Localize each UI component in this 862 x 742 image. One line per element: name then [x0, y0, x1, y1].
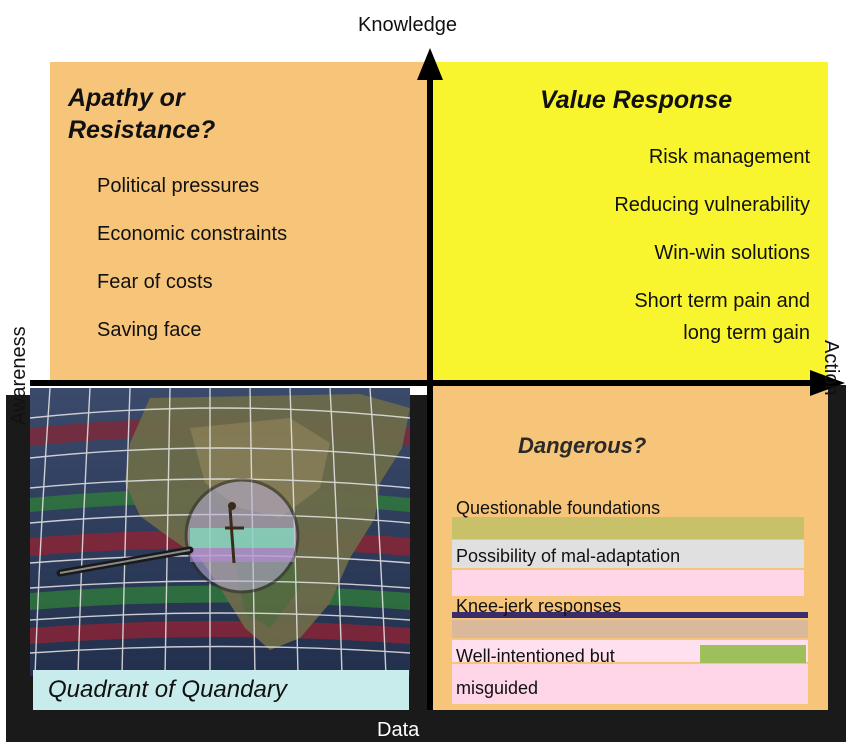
- axis-label-left: Awareness: [8, 326, 30, 425]
- strip-3: [452, 570, 804, 596]
- list-item: misguided: [456, 678, 539, 698]
- strip-8: [452, 664, 808, 704]
- list-item: Reducing vulnerability: [614, 194, 810, 216]
- strip-5: [452, 620, 808, 638]
- globe-map-image: [30, 388, 410, 676]
- axis-label-bottom: Data: [377, 719, 420, 741]
- quadrant-title-apathy: Apathy or Resistance?: [68, 84, 216, 144]
- list-item: Risk management: [648, 146, 810, 168]
- strip-1: [452, 517, 804, 539]
- list-item: Win-win solutions: [654, 242, 810, 264]
- right-dark-edge: [828, 385, 846, 742]
- quadrant-title-value-response: Value Response: [540, 86, 733, 114]
- strip-7: [700, 645, 806, 663]
- list-item: Knee-jerk responses: [456, 596, 622, 616]
- strip-2: [452, 540, 804, 568]
- quadrant-top-left: [50, 62, 430, 385]
- list-item: Well-intentioned but: [456, 646, 615, 666]
- bottom-dark-strip: [6, 710, 846, 742]
- axis-label-right: Action: [820, 340, 842, 396]
- list-item: Economic constraints: [97, 223, 288, 245]
- list-item: Fear of costs: [97, 271, 213, 293]
- list-item: Short term pain and: [634, 290, 810, 312]
- list-item: Questionable foundations: [456, 498, 661, 518]
- list-item: Possibility of mal-adaptation: [456, 546, 681, 566]
- globe-map-graphic: [30, 388, 410, 676]
- axis-label-top: Knowledge: [358, 14, 457, 36]
- strip-4: [452, 612, 808, 618]
- quandary-label-background: [33, 670, 409, 710]
- quadrant-title-dangerous: Dangerous?: [518, 433, 647, 458]
- quadrant-top-right: [430, 62, 828, 385]
- horizontal-axis-arrow: [810, 370, 845, 396]
- list-item: long term gain: [683, 322, 810, 344]
- list-item: Political pressures: [97, 175, 260, 197]
- quadrant-of-quandary-label: Quadrant of Quandary: [48, 676, 287, 703]
- list-item: Saving face: [97, 319, 202, 341]
- vertical-axis-arrow: [417, 48, 443, 80]
